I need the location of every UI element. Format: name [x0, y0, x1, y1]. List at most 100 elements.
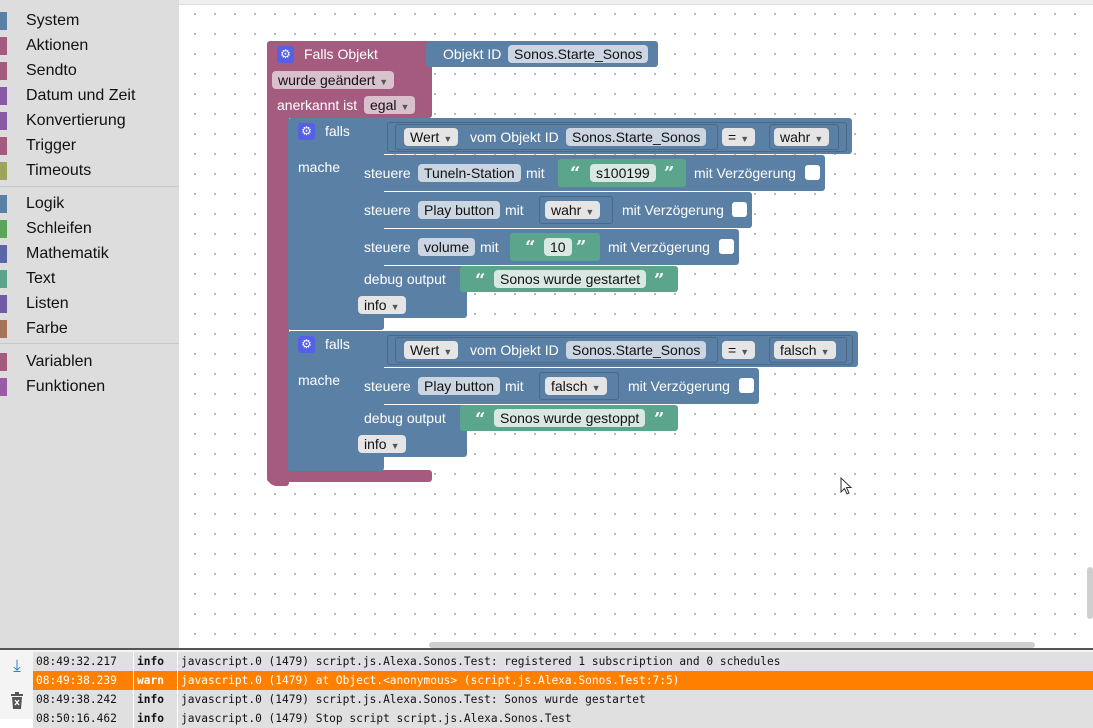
category-logik[interactable]: Logik: [0, 193, 64, 215]
category-color-bar: [0, 87, 7, 105]
category-schleifen[interactable]: Schleifen: [0, 218, 92, 240]
category-color-bar: [0, 378, 7, 396]
control4-target-field[interactable]: Play button: [418, 377, 501, 395]
category-timeouts[interactable]: Timeouts: [0, 160, 91, 182]
control2-label: steuere: [364, 202, 411, 218]
category-label: System: [26, 12, 80, 29]
if2-bool-dropdown[interactable]: falsch▼: [774, 341, 836, 359]
log-severity: info: [134, 690, 178, 709]
log-row[interactable]: 08:49:38.242 info javascript.0 (1479) sc…: [33, 690, 1093, 709]
category-label: Logik: [26, 195, 65, 212]
category-listen[interactable]: Listen: [0, 293, 69, 315]
if2-from-label: vom Objekt ID: [470, 342, 559, 358]
control2-bool-block[interactable]: [539, 196, 613, 224]
trigger-block-spine: [267, 110, 289, 486]
category-color-bar: [0, 295, 7, 313]
quote-close-icon: ”: [654, 270, 665, 291]
if2-property-value: Wert: [410, 342, 440, 358]
control4-bool-block[interactable]: [539, 372, 619, 400]
log-row[interactable]: 08:49:32.217 info javascript.0 (1479) sc…: [33, 652, 1093, 671]
if2-bool-block[interactable]: [769, 337, 847, 363]
category-mathematik[interactable]: Mathematik: [0, 243, 109, 265]
gear-icon[interactable]: ⚙: [298, 123, 315, 140]
category-system[interactable]: System: [0, 10, 79, 32]
if2-compare-block[interactable]: [387, 335, 853, 365]
if2-value-block[interactable]: [395, 337, 718, 363]
change-mode-dropdown[interactable]: wurde geändert▼: [272, 71, 395, 89]
horizontal-scrollbar[interactable]: [429, 642, 1035, 648]
if1-property-dropdown[interactable]: Wert▼: [404, 128, 459, 146]
chevron-down-icon: ▼: [740, 347, 750, 357]
quote-close-icon: ”: [664, 163, 675, 184]
category-color-bar: [0, 12, 7, 30]
log-time: 08:49:38.242: [33, 690, 134, 709]
category-funktionen[interactable]: Funktionen: [0, 376, 105, 398]
workspace-top-border: [179, 0, 1093, 5]
ack-dropdown[interactable]: egal▼: [364, 96, 416, 114]
control2-value: wahr: [551, 202, 582, 218]
gear-icon[interactable]: ⚙: [298, 336, 315, 353]
control2-target-field[interactable]: Play button: [418, 201, 501, 219]
control1-delay-checkbox[interactable]: [805, 165, 820, 180]
if2-operator-dropdown[interactable]: =▼: [722, 341, 756, 359]
category-label: Datum und Zeit: [26, 87, 136, 104]
control1-value-field[interactable]: s100199: [590, 164, 656, 182]
category-aktionen[interactable]: Aktionen: [0, 35, 88, 57]
chevron-down-icon: ▼: [740, 134, 750, 144]
if2-property-dropdown[interactable]: Wert▼: [404, 341, 459, 359]
chevron-down-icon: ▼: [400, 102, 410, 112]
control3-mit-label: mit: [480, 239, 499, 255]
log-message: javascript.0 (1479) Stop script script.j…: [181, 712, 572, 725]
gear-icon[interactable]: ⚙: [277, 46, 294, 63]
debug2-text-field[interactable]: Sonos wurde gestoppt: [494, 409, 646, 427]
category-label: Farbe: [26, 320, 68, 337]
log-row[interactable]: 08:50:16.462 info javascript.0 (1479) St…: [33, 709, 1093, 728]
control4-value: falsch: [551, 378, 588, 394]
control2-mit-label: mit: [505, 202, 524, 218]
object-id-field[interactable]: Sonos.Starte_Sonos: [508, 45, 649, 63]
log-message: javascript.0 (1479) at Object.<anonymous…: [181, 674, 680, 687]
category-farbe[interactable]: Farbe: [0, 318, 68, 340]
if1-value-block[interactable]: [395, 124, 718, 150]
control1-target-field[interactable]: Tuneln-Station: [418, 164, 521, 182]
debug1-text-field[interactable]: Sonos wurde gestartet: [494, 270, 647, 288]
control4-value-dropdown[interactable]: falsch▼: [545, 377, 607, 395]
category-color-bar: [0, 353, 7, 371]
category-color-bar: [0, 245, 7, 263]
control3-target-field[interactable]: volume: [418, 238, 476, 256]
category-color-bar: [0, 62, 7, 80]
category-label: Timeouts: [26, 162, 92, 179]
control2-delay-checkbox[interactable]: [732, 202, 747, 217]
category-color-bar: [0, 270, 7, 288]
chevron-down-icon: ▼: [585, 207, 595, 217]
if1-bool-block[interactable]: [769, 124, 839, 150]
if1-object-id-field[interactable]: Sonos.Starte_Sonos: [566, 128, 707, 146]
trash-icon[interactable]: [9, 692, 25, 710]
category-sendto[interactable]: Sendto: [0, 60, 77, 82]
category-color-bar: [0, 37, 7, 55]
if1-bool-dropdown[interactable]: wahr▼: [774, 128, 830, 146]
control4-delay-checkbox[interactable]: [739, 378, 754, 393]
if2-object-id-field[interactable]: Sonos.Starte_Sonos: [566, 341, 707, 359]
category-datum-und-zeit[interactable]: Datum und Zeit: [0, 85, 135, 107]
control3-value-field[interactable]: 10: [544, 238, 572, 256]
log-row[interactable]: 08:49:38.239 warn javascript.0 (1479) at…: [33, 671, 1093, 690]
vertical-scrollbar[interactable]: [1087, 567, 1093, 619]
category-variablen[interactable]: Variablen: [0, 351, 92, 373]
category-konvertierung[interactable]: Konvertierung: [0, 110, 126, 132]
category-text[interactable]: Text: [0, 268, 55, 290]
debug1-level-dropdown[interactable]: info▼: [358, 296, 406, 314]
if1-compare-block[interactable]: [387, 122, 847, 152]
log-severity: info: [134, 709, 178, 728]
category-color-bar: [0, 320, 7, 338]
log-message: javascript.0 (1479) script.js.Alexa.Sono…: [181, 655, 781, 668]
if1-operator-dropdown[interactable]: =▼: [722, 128, 756, 146]
control2-value-dropdown[interactable]: wahr▼: [545, 201, 601, 219]
download-icon[interactable]: ⤓: [13, 656, 21, 675]
control3-delay-checkbox[interactable]: [719, 239, 734, 254]
debug1-level-value: info: [364, 297, 387, 313]
control4-label: steuere: [364, 378, 411, 394]
category-trigger[interactable]: Trigger: [0, 135, 76, 157]
chevron-down-icon: ▼: [390, 441, 400, 451]
debug2-level-dropdown[interactable]: info▼: [358, 435, 406, 453]
